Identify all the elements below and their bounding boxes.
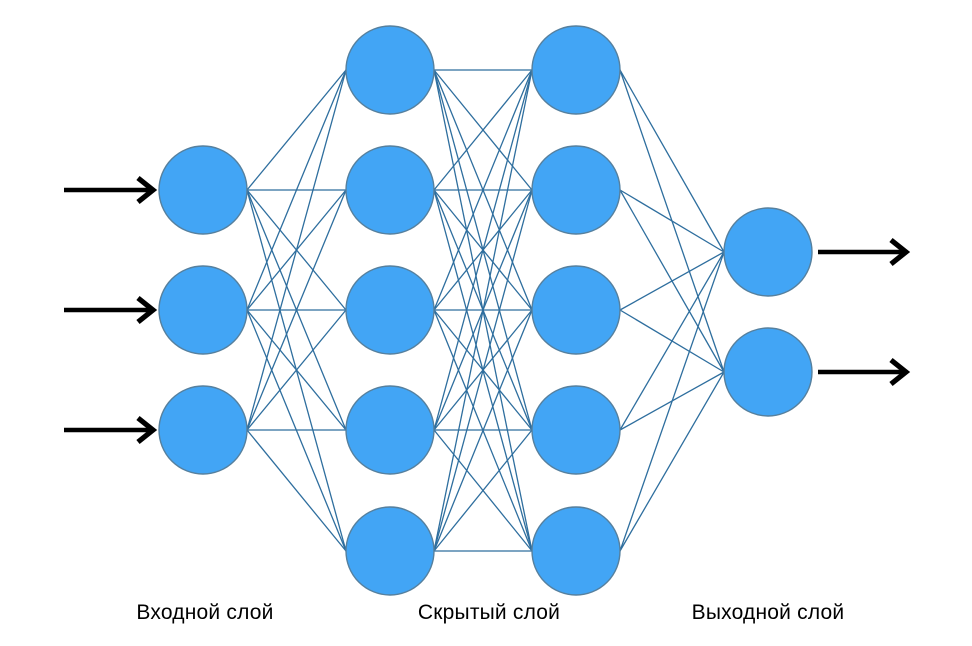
input-arrow-head — [136, 415, 158, 445]
connection-line — [619, 189, 725, 253]
hidden-layer-2-node — [531, 506, 621, 596]
input-layer-node — [158, 265, 248, 355]
connection-line — [433, 429, 533, 552]
output-layer-node — [723, 207, 813, 297]
hidden-layer-1-node — [345, 145, 435, 235]
output-arrow-head — [889, 357, 911, 387]
output-layer-label: Выходной слой — [691, 601, 845, 624]
input-arrow-head — [136, 295, 158, 325]
hidden-layer-2-node — [531, 25, 621, 115]
connection-line — [246, 69, 347, 431]
connection-line — [433, 189, 533, 552]
connection-line — [619, 251, 725, 431]
connection-line — [433, 69, 533, 311]
hidden-layer-1-node — [345, 385, 435, 475]
hidden-layer-1-node — [345, 25, 435, 115]
connection-line — [619, 69, 725, 253]
connection-line — [246, 69, 347, 311]
connection-line — [246, 69, 347, 191]
hidden-layer-label: Скрытый слой — [417, 601, 561, 624]
input-layer-label: Входной слой — [136, 601, 274, 624]
connection-line — [433, 69, 533, 191]
hidden-layer-1-node — [345, 265, 435, 355]
connection-line — [619, 371, 725, 552]
hidden-layer-2-node — [531, 385, 621, 475]
connection-line — [433, 69, 533, 431]
connection-line — [246, 309, 347, 431]
output-arrow-head — [889, 237, 911, 267]
connection-line — [433, 69, 533, 552]
input-layer-node — [158, 145, 248, 235]
connection-line — [619, 251, 725, 311]
connection-line — [246, 189, 347, 431]
connection-line — [619, 251, 725, 552]
input-arrow-head — [136, 175, 158, 205]
hidden-layer-1-node — [345, 506, 435, 596]
hidden-layer-2-node — [531, 265, 621, 355]
hidden-layer-2-node — [531, 145, 621, 235]
output-layer-node — [723, 327, 813, 417]
connection-line — [433, 309, 533, 552]
connection-line — [246, 429, 347, 552]
input-layer-node — [158, 385, 248, 475]
